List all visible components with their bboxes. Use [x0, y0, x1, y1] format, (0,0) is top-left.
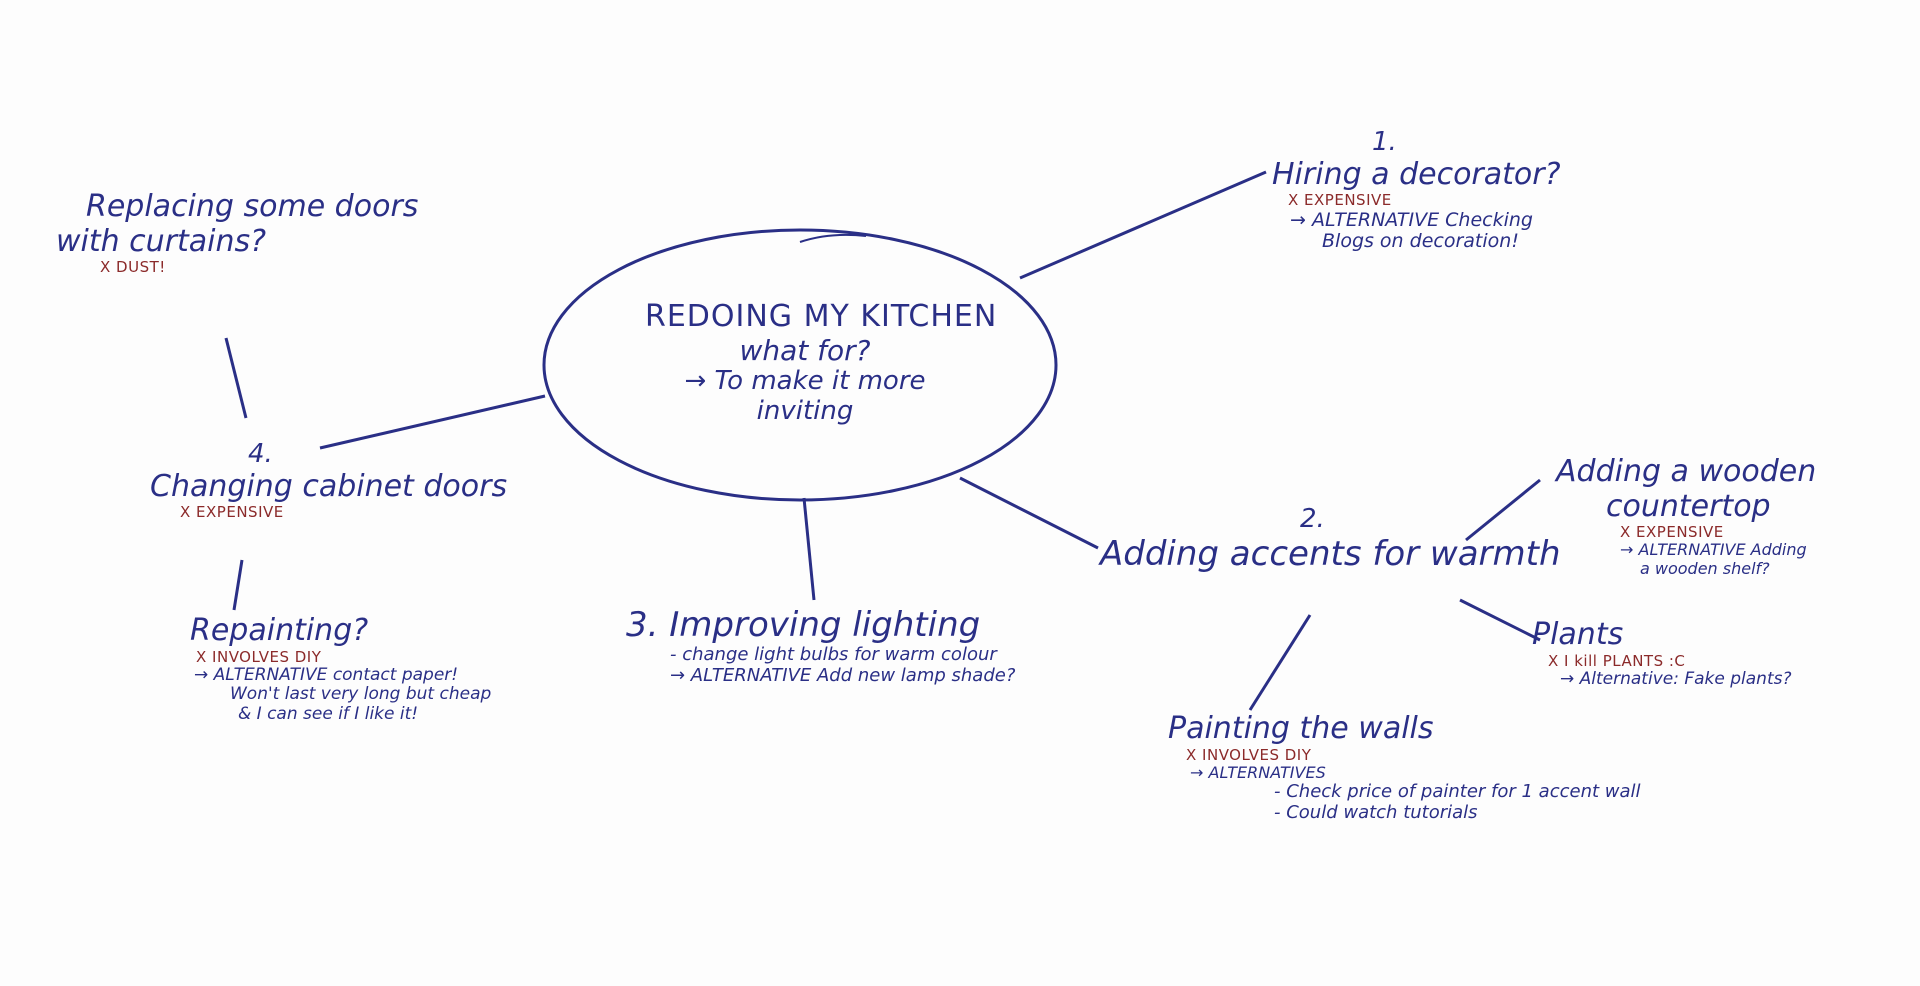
cabinet-node: 4. Changing cabinet doors X EXPENSIVE — [150, 439, 508, 522]
decorator-alt-line-1: → ALTERNATIVE Checking — [1290, 208, 1533, 231]
walls-title: Painting the walls — [1168, 711, 1434, 746]
decorator-con: X EXPENSIVE — [1288, 191, 1392, 210]
curtains-con: X DUST! — [100, 258, 166, 276]
walls-alt: → ALTERNATIVES — [1190, 762, 1326, 782]
lighting-node: 3. Improving lighting - change light bul… — [626, 605, 1016, 686]
center-title: REDOING MY KITCHEN — [645, 299, 998, 334]
connector-accents — [959, 476, 1099, 550]
decorator-number: 1. — [1372, 127, 1397, 157]
center-ellipse — [542, 228, 1058, 502]
lighting-item-1: - change light bulbs for warm colour — [670, 644, 997, 666]
countertop-node: Adding a wooden countertop X EXPENSIVE →… — [1556, 454, 1817, 578]
curtains-title-line-2: with curtains? — [56, 223, 267, 259]
walls-node: Painting the walls X INVOLVES DIY → ALTE… — [1168, 711, 1641, 824]
countertop-con: X EXPENSIVE — [1620, 523, 1724, 541]
decorator-title: Hiring a decorator? — [1272, 156, 1561, 192]
accents-title: Adding accents for warmth — [1100, 533, 1561, 574]
center-node: REDOING MY KITCHEN what for? → To make i… — [645, 299, 998, 426]
center-question: what for? — [739, 333, 871, 367]
connector-lighting — [802, 497, 816, 601]
center-answer-line-1: → To make it more — [684, 365, 926, 396]
repainting-alt-line-3: & I can see if I like it! — [238, 703, 419, 724]
ellipse-overstroke — [799, 233, 867, 243]
lighting-item-2: → ALTERNATIVE Add new lamp shade? — [670, 664, 1016, 686]
decorator-alt-line-2: Blogs on decoration! — [1322, 230, 1519, 253]
walls-con: X INVOLVES DIY — [1186, 745, 1312, 764]
connector-walls — [1248, 614, 1312, 711]
walls-item-2: - Could watch tutorials — [1274, 801, 1478, 823]
cabinet-con: X EXPENSIVE — [180, 503, 284, 522]
cabinet-number: 4. — [248, 439, 273, 469]
connector-cabinet — [319, 394, 546, 450]
plants-title: Plants — [1532, 617, 1624, 652]
connector-countertop — [1465, 478, 1541, 542]
accents-node: 2. Adding accents for warmth — [1100, 504, 1561, 574]
countertop-title-line-1: Adding a wooden — [1556, 454, 1817, 489]
connector-decorator — [1019, 170, 1267, 280]
lighting-title: 3. Improving lighting — [626, 605, 981, 645]
connector-repainting — [232, 559, 244, 611]
countertop-title-line-2: countertop — [1606, 488, 1771, 524]
accents-number: 2. — [1300, 504, 1325, 534]
center-answer-line-2: inviting — [756, 395, 854, 426]
repainting-con: X INVOLVES DIY — [196, 647, 322, 666]
decorator-node: 1. Hiring a decorator? X EXPENSIVE → ALT… — [1272, 127, 1561, 253]
walls-item-1: - Check price of painter for 1 accent wa… — [1274, 781, 1641, 803]
repainting-alt-line-1: → ALTERNATIVE contact paper! — [194, 664, 459, 685]
plants-alt: → Alternative: Fake plants? — [1560, 668, 1792, 689]
connector-curtains — [224, 337, 248, 419]
plants-con: X I kill PLANTS :C — [1548, 651, 1686, 670]
curtains-title-line-1: Replacing some doors — [86, 189, 419, 224]
repainting-title: Repainting? — [190, 613, 369, 648]
countertop-alt-line-2: a wooden shelf? — [1640, 558, 1770, 578]
curtains-node: Replacing some doors with curtains? X DU… — [56, 189, 419, 276]
plants-node: Plants X I kill PLANTS :C → Alternative:… — [1532, 617, 1792, 689]
connector-plants — [1459, 598, 1541, 642]
countertop-alt-line-1: → ALTERNATIVE Adding — [1620, 540, 1807, 560]
cabinet-title: Changing cabinet doors — [150, 468, 508, 504]
repainting-alt-line-2: Won't last very long but cheap — [230, 684, 492, 705]
repainting-node: Repainting? X INVOLVES DIY → ALTERNATIVE… — [190, 613, 492, 724]
